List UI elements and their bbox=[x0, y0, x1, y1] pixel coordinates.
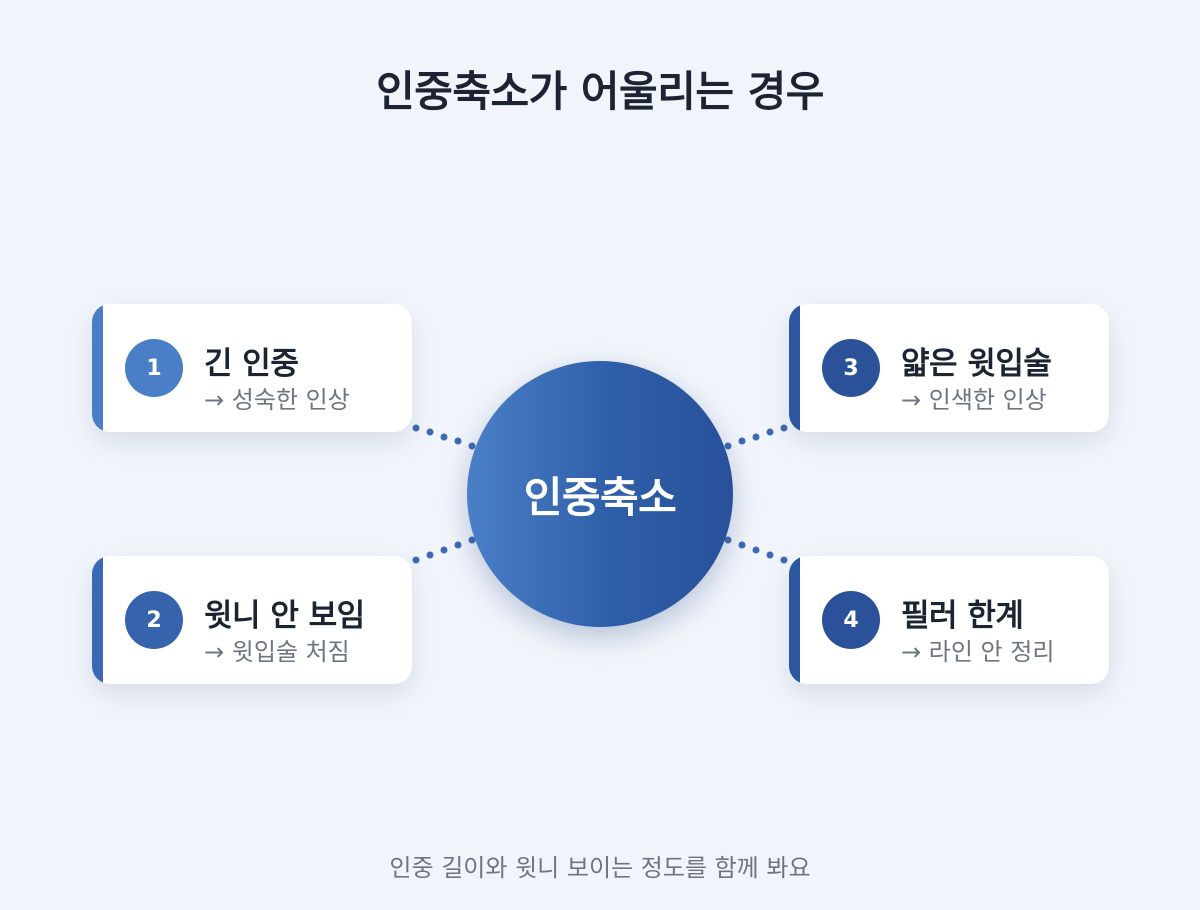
item-result: → 인색한 인상 bbox=[901, 386, 1047, 414]
connector-dot bbox=[426, 551, 434, 559]
card-accent-bar bbox=[92, 556, 103, 684]
item-heading: 필러 한계 bbox=[901, 598, 1024, 634]
connector-dot bbox=[724, 442, 732, 450]
connector-dot bbox=[752, 546, 760, 554]
connector-dot bbox=[426, 428, 434, 436]
connector-dot bbox=[440, 433, 448, 441]
card-accent-bar bbox=[789, 304, 800, 432]
item-heading: 얇은 윗입술 bbox=[901, 346, 1052, 382]
connector-dot bbox=[412, 556, 420, 564]
card-accent-bar bbox=[92, 304, 103, 432]
connector-dot bbox=[738, 541, 746, 549]
connector-dot bbox=[412, 424, 420, 432]
center-label: 인중축소 bbox=[523, 472, 677, 522]
item-heading: 윗니 안 보임 bbox=[204, 598, 365, 634]
card-accent-bar bbox=[789, 556, 800, 684]
connector-dot bbox=[738, 437, 746, 445]
number-badge: 2 bbox=[125, 591, 183, 649]
connector-dot bbox=[454, 437, 462, 445]
item-result: → 윗입술 처짐 bbox=[204, 638, 350, 666]
connector-dot bbox=[454, 541, 462, 549]
connector-dot bbox=[780, 556, 788, 564]
diagram-title: 인중축소가 어울리는 경우 bbox=[376, 67, 824, 116]
connector-dot bbox=[766, 551, 774, 559]
item-heading: 긴 인중 bbox=[204, 346, 299, 382]
connector-dot bbox=[440, 546, 448, 554]
connector-dot bbox=[752, 433, 760, 441]
item-result: → 성숙한 인상 bbox=[204, 386, 350, 414]
number-badge: 3 bbox=[822, 339, 880, 397]
connector-dot bbox=[724, 536, 732, 544]
item-result: → 라인 안 정리 bbox=[901, 638, 1055, 666]
connector-dot bbox=[468, 442, 476, 450]
item-card-3: 3 얇은 윗입술 → 인색한 인상 bbox=[789, 304, 1109, 432]
item-card-2: 2 윗니 안 보임 → 윗입술 처짐 bbox=[92, 556, 412, 684]
footer-note: 인중 길이와 윗니 보이는 정도를 함께 봐요 bbox=[389, 854, 811, 882]
item-card-1: 1 긴 인중 → 성숙한 인상 bbox=[92, 304, 412, 432]
number-badge: 4 bbox=[822, 591, 880, 649]
number-badge: 1 bbox=[125, 339, 183, 397]
item-card-4: 4 필러 한계 → 라인 안 정리 bbox=[789, 556, 1109, 684]
connector-dot bbox=[766, 428, 774, 436]
center-node: 인중축소 bbox=[467, 361, 733, 627]
connector-dot bbox=[780, 424, 788, 432]
